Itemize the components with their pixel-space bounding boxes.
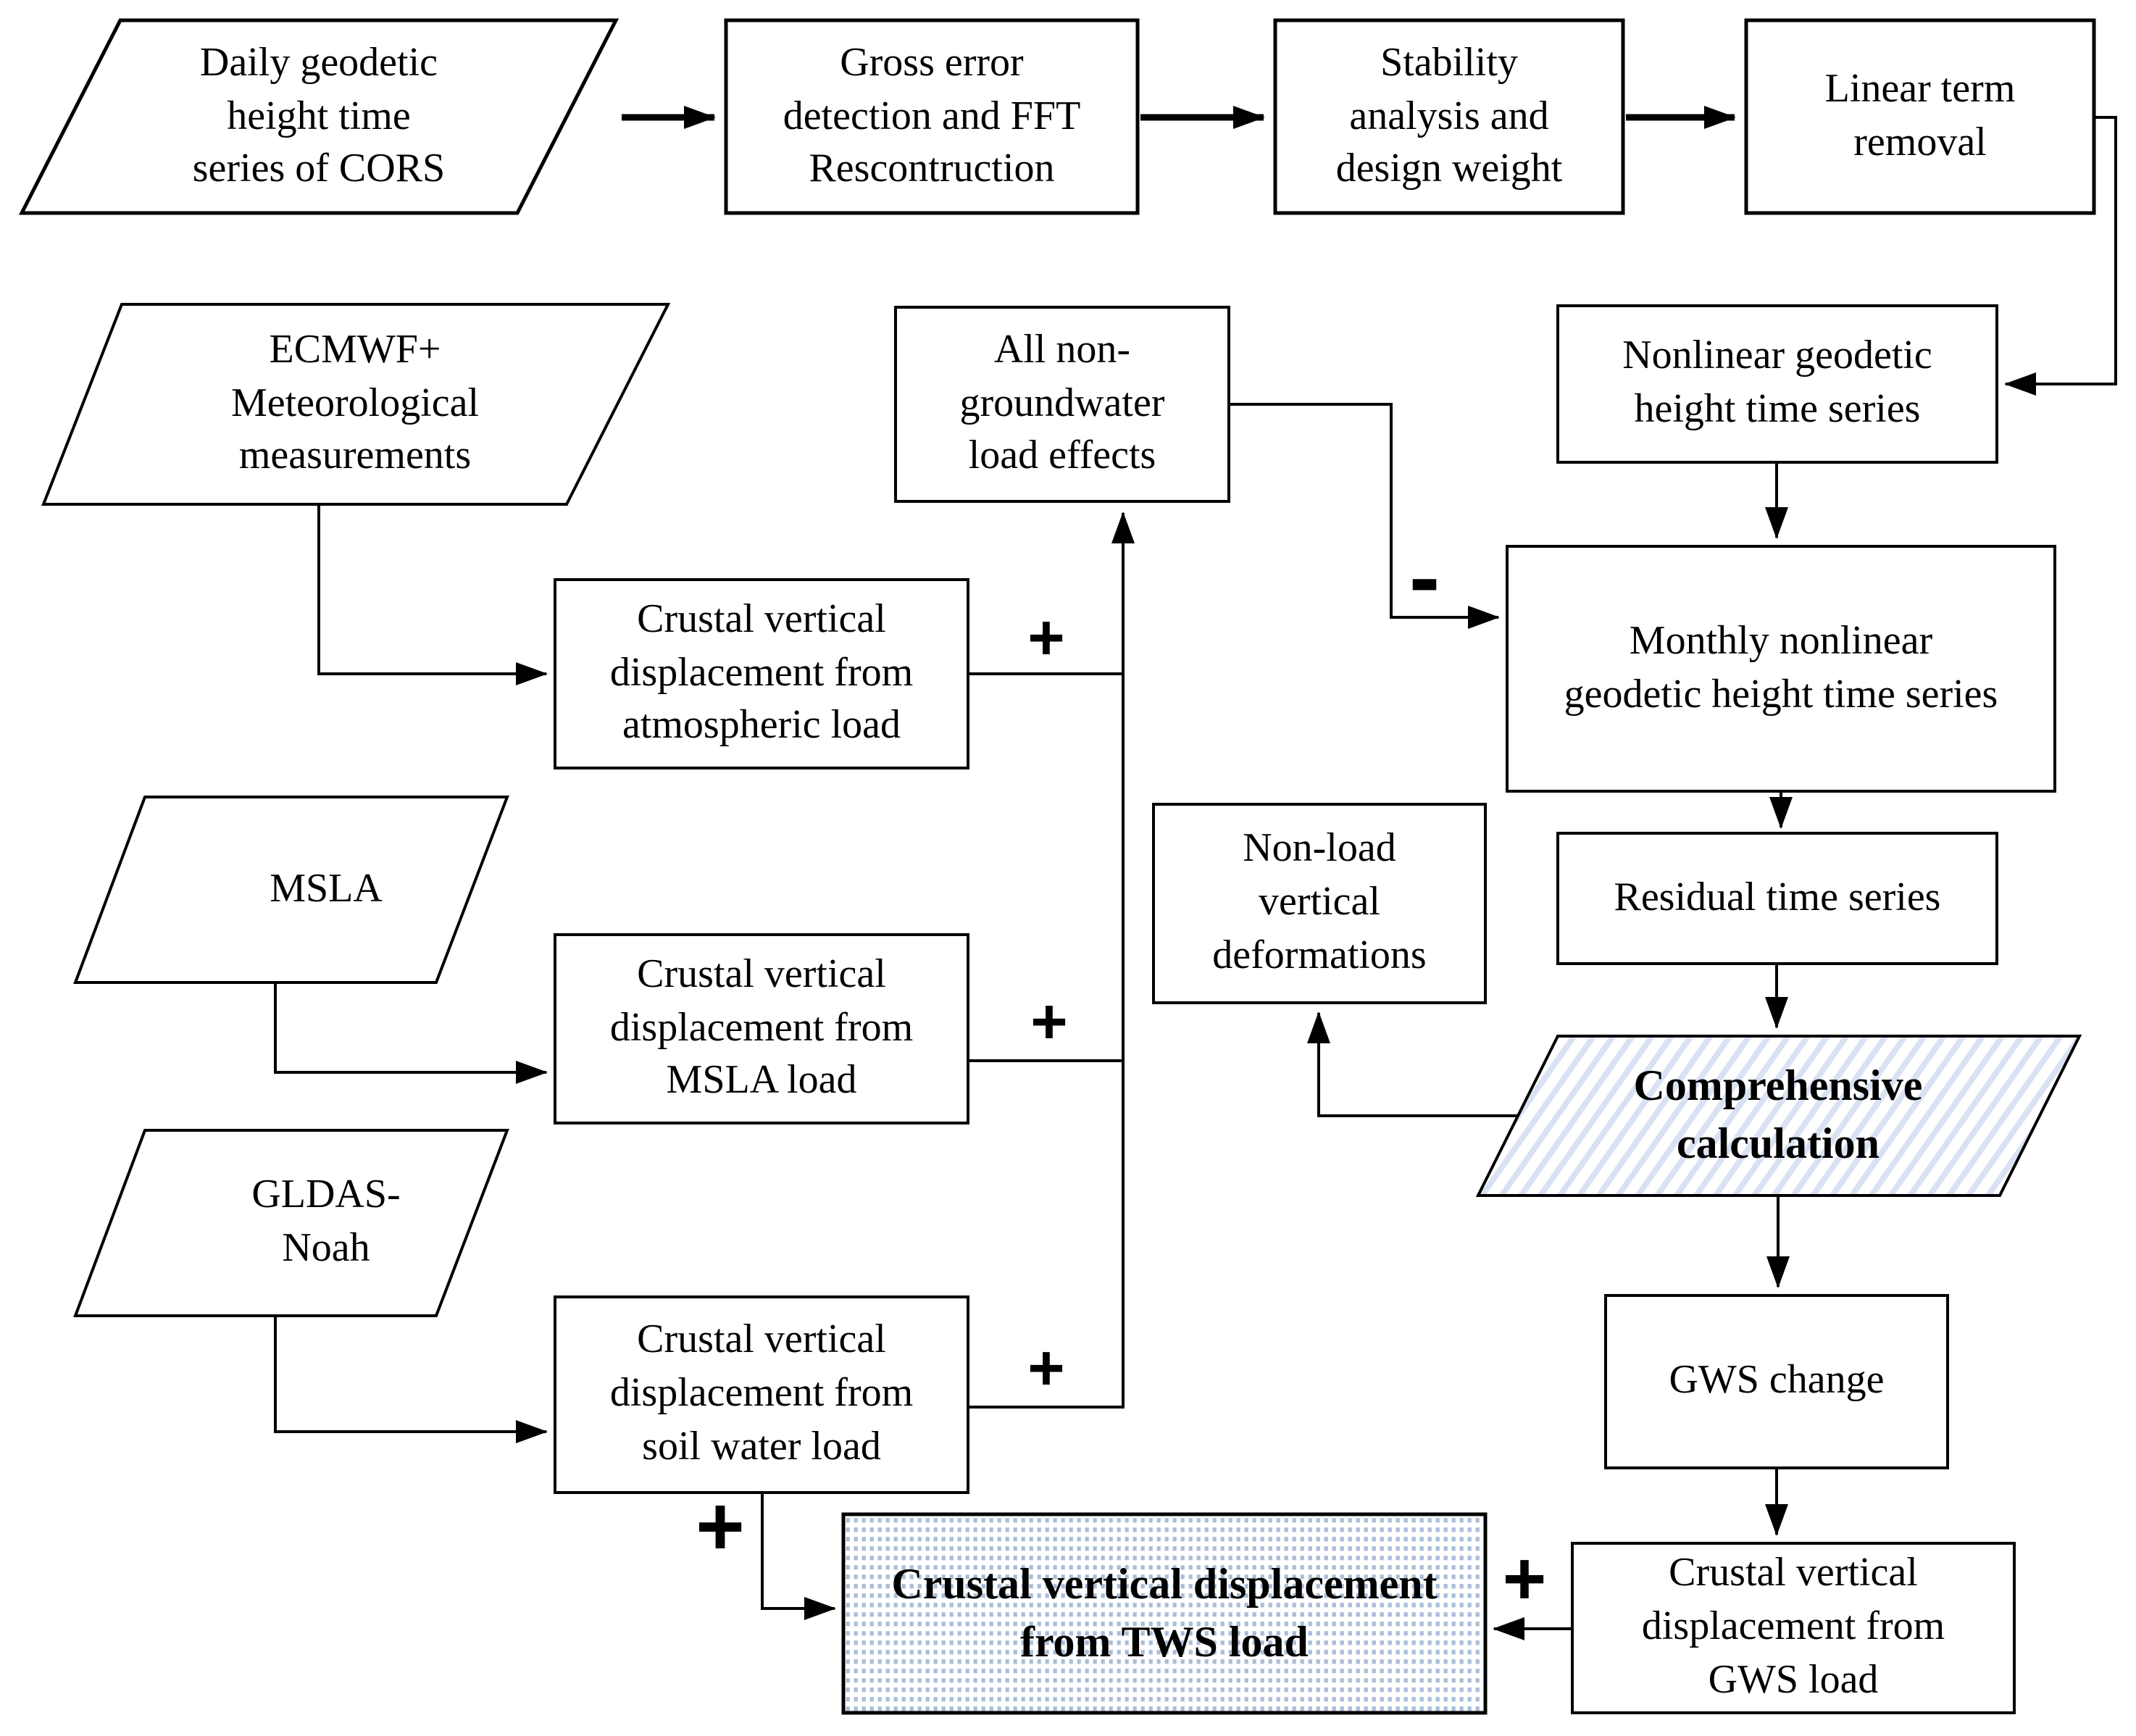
node-soil	[554, 1295, 969, 1494]
node-stability	[1273, 18, 1625, 215]
node-nonload	[1152, 803, 1487, 1004]
node-gws-change	[1604, 1294, 1949, 1469]
node-tws	[841, 1512, 1488, 1715]
node-comprehensive	[1475, 1035, 2082, 1197]
arrow-linear-to-nonlinear	[2004, 116, 2117, 396]
node-gws-load	[1571, 1542, 2016, 1714]
node-monthly	[1506, 545, 2056, 793]
node-gross	[724, 18, 1140, 215]
node-linear	[1744, 18, 2096, 215]
node-atmos	[554, 578, 969, 769]
node-ecmwf	[41, 303, 671, 506]
node-mslaload	[554, 933, 969, 1124]
arrow-msla-to-mslaload	[274, 982, 548, 1084]
node-cors	[18, 18, 619, 215]
node-msla	[73, 796, 509, 984]
arrow-comprehensive-to-nonload	[1307, 1011, 1517, 1117]
arrow-soil-to-tws	[761, 1493, 836, 1620]
node-gldas	[73, 1129, 509, 1317]
arrow-nongw-to-monthly-minus	[1229, 403, 1500, 629]
node-nonlinear	[1556, 304, 1998, 464]
node-residual	[1556, 832, 1998, 965]
node-nongw	[894, 306, 1230, 503]
arrow-gldas-to-soil	[274, 1316, 548, 1443]
arrow-ecmwf-to-atmos	[317, 504, 548, 685]
